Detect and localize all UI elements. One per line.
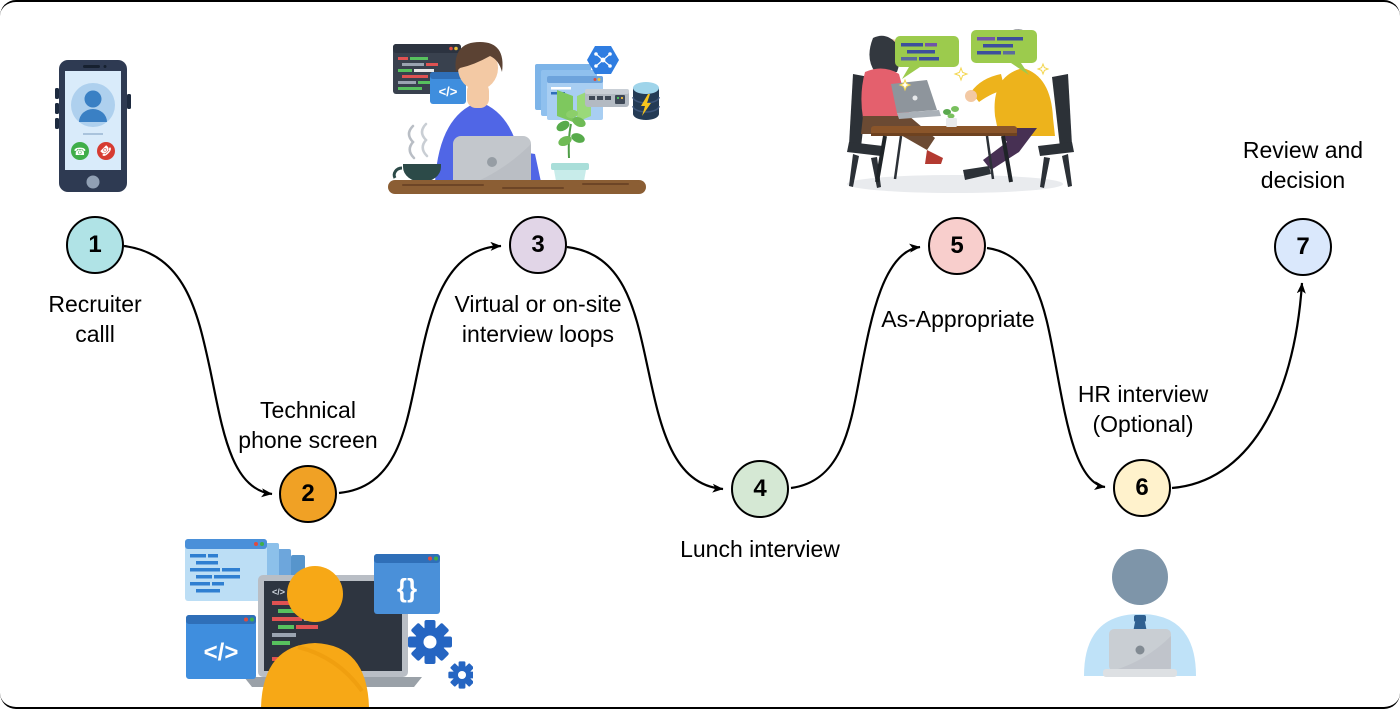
gears-icon bbox=[408, 620, 473, 689]
step-label-6: HR interview (Optional) bbox=[1077, 381, 1209, 437]
step-label-4: Lunch interview bbox=[680, 536, 840, 562]
code-tag-window-icon: </> bbox=[186, 615, 256, 679]
braces-window-icon: {} bbox=[374, 554, 440, 614]
step-label-3: Virtual or on-site interview loops bbox=[454, 291, 622, 347]
step-circle-5: 5 bbox=[928, 217, 986, 275]
database-icon bbox=[632, 82, 660, 120]
step-circle-1: 1 bbox=[66, 216, 124, 274]
table bbox=[871, 126, 1017, 183]
step-circle-7: 7 bbox=[1274, 218, 1332, 276]
developer-coding-illustration: </> bbox=[383, 26, 673, 198]
step-circle-4: 4 bbox=[731, 460, 789, 518]
svg-text:</>: </> bbox=[439, 84, 458, 99]
laptop-icon bbox=[1103, 629, 1177, 677]
incoming-call-illustration: ☎ ☎ bbox=[53, 58, 137, 200]
step-circle-3: 3 bbox=[509, 216, 567, 274]
candidate-person bbox=[261, 566, 369, 707]
laptop-icon bbox=[891, 80, 941, 119]
hexagon-network-icon bbox=[587, 46, 619, 74]
coffee-cup-icon bbox=[392, 122, 441, 188]
step-label-7: Review and decision bbox=[1242, 137, 1364, 193]
decline-call-icon bbox=[97, 142, 115, 160]
chair-right bbox=[1038, 74, 1074, 188]
speech-bubble-left bbox=[895, 36, 959, 79]
arrow-3-4 bbox=[566, 245, 724, 493]
svg-text:☎: ☎ bbox=[74, 147, 86, 158]
server-icon bbox=[585, 89, 629, 107]
browser-window-stack-icon bbox=[185, 539, 305, 601]
arrow-2-3 bbox=[338, 241, 502, 495]
hr-interview-illustration bbox=[1076, 530, 1208, 682]
step-label-5: As-Appropriate bbox=[881, 306, 1035, 332]
candidate-coding-illustration: </> </> {} bbox=[178, 527, 473, 707]
onsite-interview-illustration bbox=[843, 24, 1078, 199]
step-label-1: Recruiter calll bbox=[48, 291, 142, 347]
speech-bubble-right bbox=[971, 30, 1037, 75]
step-circle-6: 6 bbox=[1113, 459, 1171, 517]
arrow-4-5 bbox=[790, 243, 921, 490]
sparkle-icons bbox=[898, 62, 1050, 92]
arrow-1-2 bbox=[123, 244, 273, 498]
step-circle-2: 2 bbox=[279, 465, 337, 523]
answer-call-icon bbox=[71, 142, 89, 160]
code-tag-window-icon: </> bbox=[430, 72, 466, 104]
svg-text:</>: </> bbox=[272, 587, 285, 597]
hr-person-head bbox=[1112, 549, 1168, 605]
svg-text:</>: </> bbox=[204, 639, 239, 666]
potted-plant-icon bbox=[551, 109, 589, 192]
arrow-5-6 bbox=[986, 246, 1106, 491]
table-plant-icon bbox=[943, 106, 959, 127]
step-label-2: Technical phone screen bbox=[238, 397, 378, 453]
svg-text:{}: {} bbox=[397, 573, 417, 603]
